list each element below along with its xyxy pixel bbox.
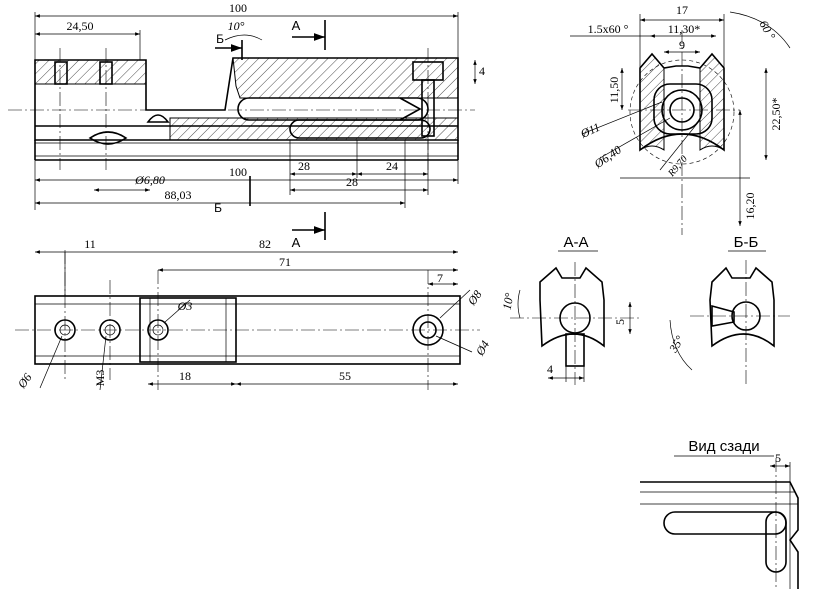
rear-view: Вид сзади 5	[640, 438, 799, 589]
dim-11: 11	[84, 237, 96, 251]
rear-view-title: Вид сзади	[688, 438, 759, 455]
dim-hole6: Ø6	[14, 371, 34, 392]
dim-16-20: 16,20	[743, 193, 757, 220]
section-aa: А-А 10° 5 4	[500, 234, 640, 385]
dim-dia11: Ø11	[577, 120, 602, 141]
cut-a-label-top: А	[292, 18, 301, 33]
dim-bottom-100: 100	[229, 165, 247, 179]
dim-ang60: 60 °	[756, 18, 778, 42]
rear-dim-5: 5	[775, 451, 781, 465]
cut-a-label-bottom: А	[292, 235, 301, 250]
dim-hole3: Ø3	[177, 299, 193, 313]
side-view-labels: 100 24,50 10° 4 100 Ø6,80 88,03 28 28 24…	[67, 1, 486, 250]
top-view	[15, 250, 480, 391]
dim-18: 18	[179, 369, 191, 383]
side-view	[8, 12, 477, 240]
dim-angle-top: 10°	[228, 19, 245, 33]
bb-dim-ang35: 35°	[666, 333, 687, 356]
section-bb: Б-Б 35°	[666, 234, 790, 385]
aa-dim-4: 4	[547, 362, 553, 376]
end-view-labels: 17 1.5x60 ° 11,30* 9 60 ° 11,50 22,50* Ø…	[577, 3, 783, 220]
dim-hole8: Ø8	[464, 288, 484, 309]
dim-71: 71	[279, 255, 291, 269]
cut-b-label-top: Б	[216, 32, 224, 46]
dim-length-b: 88,03	[165, 188, 192, 202]
dim-slot-b: 28	[346, 175, 358, 189]
dim-left-offset: 24,50	[67, 19, 94, 33]
dim-hole4: Ø4	[472, 338, 492, 359]
dim-slot-a: 28	[298, 159, 310, 173]
dim-hole-dia: Ø6,80	[134, 173, 165, 187]
dim-chamfer: 1.5x60 °	[588, 22, 629, 36]
cut-b-label-bottom: Б	[214, 201, 222, 215]
dim-dia6-40: Ø6,40	[591, 142, 624, 171]
dim-r9-70: R9,70	[666, 154, 690, 180]
section-aa-title: А-А	[563, 234, 588, 251]
dim-17: 17	[676, 3, 688, 17]
dim-overall-length: 100	[229, 1, 247, 15]
end-view	[570, 11, 791, 235]
dim-11-30: 11,30*	[668, 22, 701, 36]
dim-7: 7	[437, 271, 443, 285]
dim-height-right: 4	[479, 64, 485, 78]
section-bb-title: Б-Б	[734, 234, 759, 251]
dim-slot-c: 24	[386, 159, 398, 173]
top-view-labels: 11 82 71 7 18 55 Ø3 Ø8 Ø4 Ø6 M3	[14, 237, 492, 392]
aa-dim-5: 5	[613, 319, 627, 325]
dim-82: 82	[259, 237, 271, 251]
dim-11-50: 11,50	[607, 77, 621, 104]
dim-22-50: 22,50*	[769, 98, 783, 131]
aa-dim-ang10: 10°	[500, 292, 517, 311]
dim-55: 55	[339, 369, 351, 383]
dim-thread: M3	[93, 370, 107, 387]
dim-9: 9	[679, 38, 685, 52]
